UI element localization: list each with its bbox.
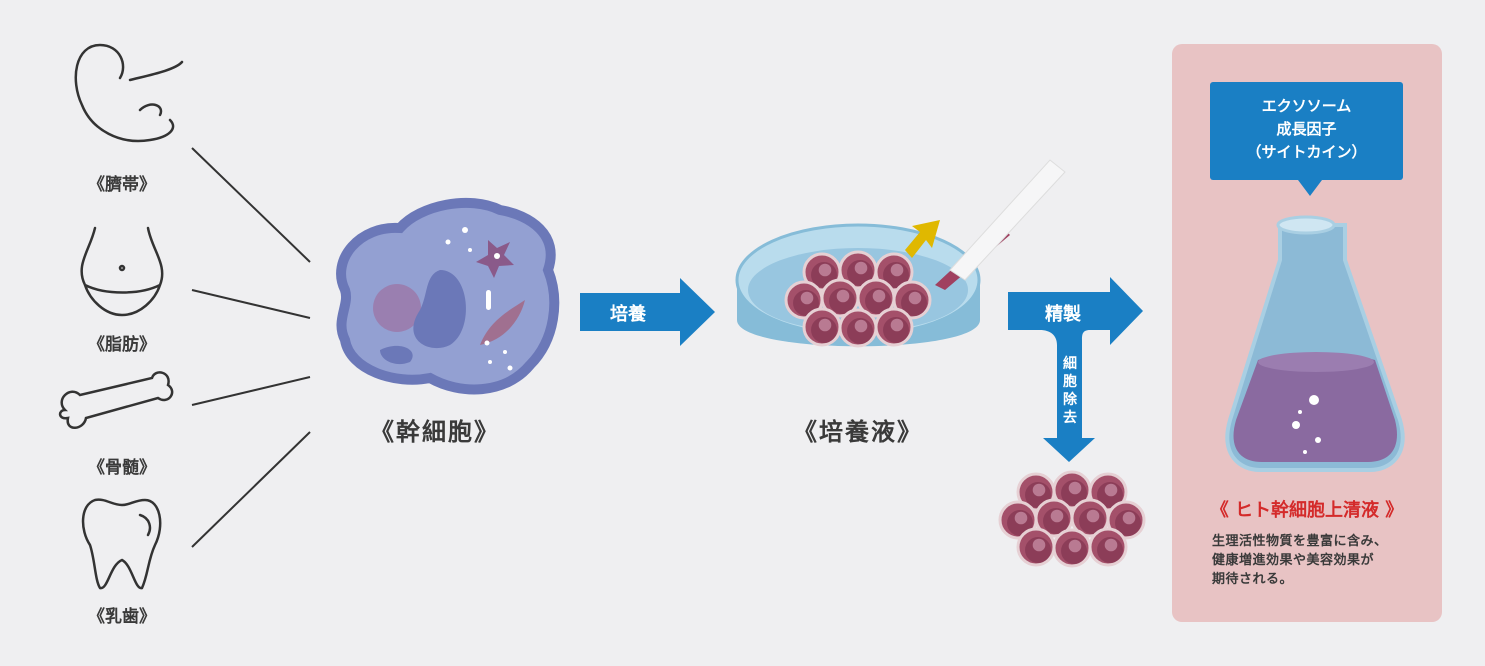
description-line: 健康増進効果や美容効果が (1212, 553, 1375, 568)
char: 細 (1063, 356, 1077, 372)
stem-cell-illustration (336, 197, 560, 395)
stem-cell-label: 《幹細胞》 (370, 418, 500, 446)
char: 除 (1063, 392, 1077, 408)
cell (856, 278, 896, 318)
cell (1034, 498, 1074, 538)
cell (1052, 470, 1092, 510)
result-title: 《 ヒト幹細胞上清液 》 (1210, 500, 1404, 521)
source-label-bone-marrow: 《骨髄》 (88, 458, 156, 478)
cell (1088, 527, 1128, 567)
cell (1070, 498, 1110, 538)
removed-cells (998, 470, 1146, 568)
components-bubble: エクソソーム 成長因子 （サイトカイン） (1210, 82, 1403, 196)
cell (892, 280, 932, 320)
bone-icon (58, 371, 174, 429)
purify-arrow-label: 精製 (1045, 304, 1081, 325)
cell (1106, 500, 1146, 540)
bubble-line: エクソソーム (1261, 97, 1352, 115)
cell-removal-label: 細 胞 除 去 (1062, 355, 1078, 427)
bubble-line: 成長因子 (1276, 120, 1337, 138)
culture-dish-illustration (735, 159, 1066, 348)
abdomen-icon (80, 226, 164, 317)
char: 去 (1063, 410, 1077, 426)
result-description: 生理活性物質を豊富に含み、 健康増進効果や美容効果が 期待される。 (1212, 532, 1388, 589)
cell (838, 308, 878, 348)
source-label-fat: 《脂肪》 (88, 335, 156, 355)
culture-medium-label: 《培養液》 (793, 418, 923, 446)
connector-lines (191, 147, 311, 548)
description-line: 生理活性物質を豊富に含み、 (1212, 534, 1388, 549)
source-label-umbilical-cord: 《臍帯》 (88, 175, 156, 195)
cell (1052, 528, 1092, 568)
culture-arrow-label: 培養 (610, 304, 646, 325)
cell (838, 250, 878, 290)
cell (802, 307, 842, 347)
flask-illustration (1225, 215, 1405, 472)
source-label-baby-tooth: 《乳歯》 (88, 607, 156, 627)
culture-arrow (580, 278, 715, 346)
cell (998, 500, 1038, 540)
char: 胞 (1063, 374, 1077, 390)
cell (874, 307, 914, 347)
purify-arrow (1008, 277, 1143, 462)
fetus-icon (74, 43, 184, 143)
bubble-line: （サイトカイン） (1246, 143, 1367, 161)
cell (1016, 527, 1056, 567)
tooth-icon (81, 498, 162, 590)
description-line: 期待される。 (1212, 572, 1294, 587)
